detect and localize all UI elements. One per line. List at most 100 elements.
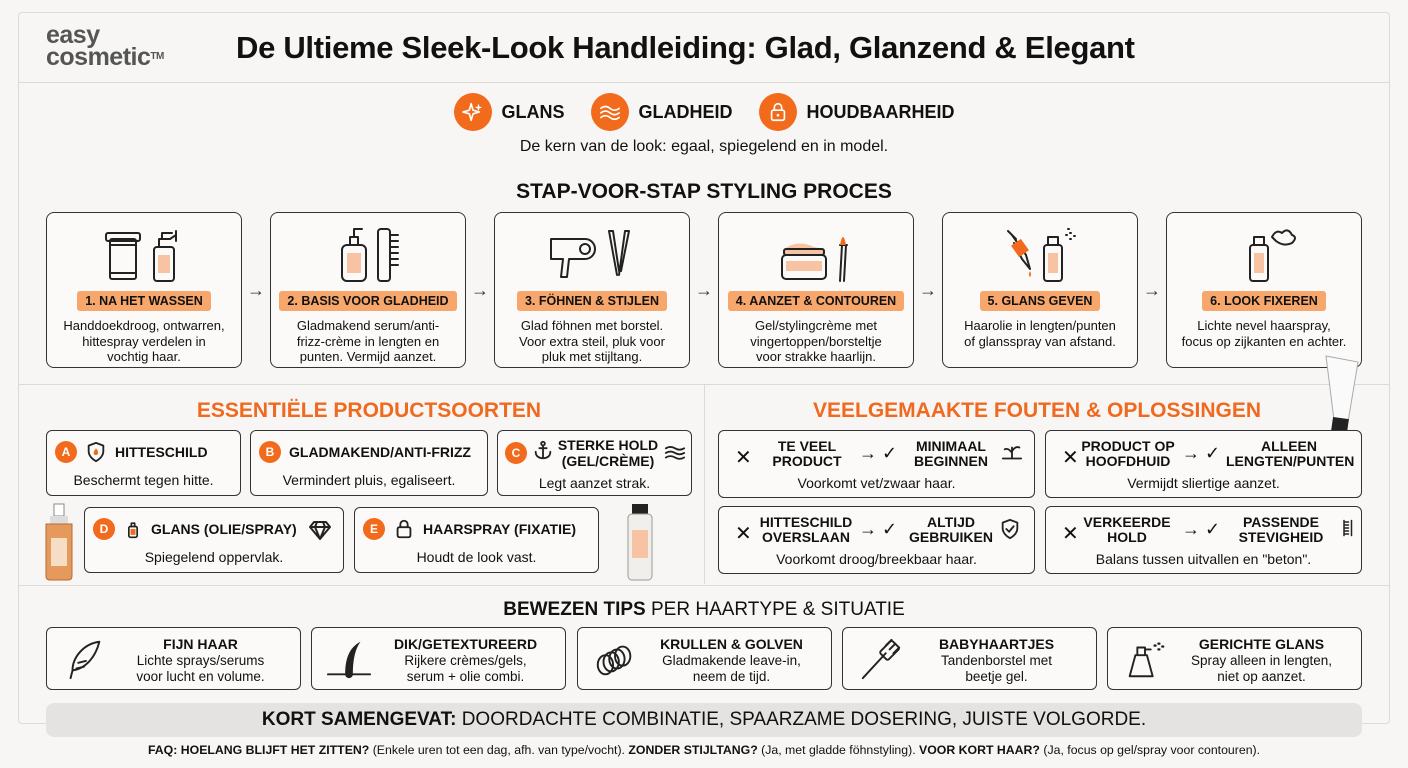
mistake-desc: Balans tussen uitvallen en "beton". [1095, 551, 1312, 567]
tip-title: KRULLEN & GOLVEN [660, 636, 803, 652]
product-badge: E [363, 518, 385, 540]
towel-spray-icon [47, 213, 241, 285]
tagline: De kern van de look: egaal, spiegelend e… [519, 138, 889, 155]
tip-title: FIJN HAAR [163, 636, 238, 652]
pillar-label: GLADHEID [638, 101, 733, 122]
anchor-icon [534, 440, 552, 460]
products-section-title: ESSENTIËLE PRODUCTSOORTEN [196, 399, 542, 422]
hairspray-can-icon [627, 504, 653, 581]
step-card-5: 5. GLANS GEVEN Haarolie in lengten/punte… [942, 212, 1138, 368]
arrow-icon: → ✓ [1182, 443, 1221, 463]
hairdryer-straightener-icon [495, 213, 689, 285]
step-desc: Handdoekdroog, ontwarren,hittespray verd… [63, 318, 225, 364]
cross-icon: ✕ [1062, 447, 1079, 469]
hair-follicle-icon [1001, 446, 1023, 460]
lock-icon [758, 93, 797, 131]
brand-line2: cosmetic [46, 43, 151, 71]
shield-check-icon [1001, 518, 1019, 540]
step-label: 5. GLANS GEVEN [979, 291, 1101, 311]
arrow-icon: → [1143, 280, 1161, 300]
arrow-icon: → ✓ [1182, 519, 1221, 539]
arrow-icon: → [695, 280, 713, 300]
pillar-gladheid: GLADHEID [590, 93, 733, 131]
step-label: 3. FÖHNEN & STIJLEN [516, 291, 668, 311]
tip-card-krullen: KRULLEN & GOLVEN Gladmakende leave-in,ne… [577, 627, 832, 690]
waves-icon [664, 446, 686, 460]
product-desc: Spiegelend oppervlak. [144, 549, 284, 565]
product-title: HAARSPRAY (FIXATIE) [423, 521, 576, 537]
product-title: GLADMAKEND/ANTI-FRIZZ [289, 444, 471, 460]
product-card-a: A HITTESCHILD Beschermt tegen hitte. [46, 430, 241, 496]
thick-hair-icon [326, 641, 372, 679]
arrow-icon: → [919, 280, 937, 300]
step-label: 1. NA HET WASSEN [77, 291, 211, 311]
brand-line1: easy [46, 21, 100, 49]
comb-icon [1343, 519, 1353, 537]
product-card-b: B GLADMAKEND/ANTI-FRIZZ Vermindert pluis… [250, 430, 488, 496]
cross-icon: ✕ [735, 523, 752, 545]
cream-tube-icon [1325, 355, 1359, 434]
product-desc: Vermindert pluis, egaliseert. [282, 472, 456, 488]
step-card-3: 3. FÖHNEN & STIJLEN Glad föhnen met bors… [494, 212, 690, 368]
product-title: GLANS (OLIE/SPRAY) [151, 521, 297, 537]
mistake-desc: Voorkomt droog/breekbaar haar. [776, 551, 977, 567]
mistake-desc: Vermijdt sliertige aanzet. [1127, 475, 1280, 491]
step-card-4: 4. AANZET & CONTOUREN Gel/stylingcrème m… [718, 212, 914, 368]
step-desc: Gladmakend serum/anti-frizz-crème in len… [296, 318, 440, 364]
step-card-2: 2. BASIS VOOR GLADHEID Gladmakend serum/… [270, 212, 466, 368]
waves-icon [590, 93, 629, 131]
oil-bottle-icon [45, 503, 73, 581]
tip-title: BABYHAARTJES [938, 636, 1055, 652]
product-card-e: E HAARSPRAY (FIXATIE) Houdt de look vast… [354, 507, 599, 573]
faq-line: FAQ: HOELANG BLIJFT HET ZITTEN? (Enkele … [147, 743, 1261, 757]
product-desc: Beschermt tegen hitte. [73, 472, 214, 488]
gel-jar-brush-icon [719, 213, 913, 285]
arrow-icon: → [247, 280, 265, 300]
product-title: STERKE HOLD(GEL/CRÈME) [557, 437, 659, 469]
product-card-d: D GLANS (OLIE/SPRAY) Spiegelend oppervla… [84, 507, 344, 573]
cross-icon: ✕ [1062, 523, 1079, 545]
step-label: 2. BASIS VOOR GLADHEID [279, 291, 457, 311]
shield-fire-icon [87, 441, 105, 463]
dropper-spray-icon [943, 213, 1137, 285]
toothbrush-icon [861, 638, 901, 680]
divider [18, 585, 1390, 586]
product-title: HITTESCHILD [115, 444, 208, 460]
sparkle-icon [453, 93, 492, 131]
tip-card-gerichte-glans: GERICHTE GLANS Spray alleen in lengten,n… [1107, 627, 1362, 690]
mistakes-section-title: VEELGEMAAKTE FOUTEN & OPLOSSINGEN [812, 399, 1262, 422]
brand-tm: TM [150, 51, 164, 62]
arrow-icon: → ✓ [859, 519, 898, 539]
pillar-houdbaarheid: HOUDBAARHEID [758, 93, 955, 131]
cross-icon: ✕ [735, 447, 752, 469]
product-badge: D [93, 518, 115, 540]
divider [18, 82, 1390, 83]
step-card-1: 1. NA HET WASSEN Handdoekdroog, ontwarre… [46, 212, 242, 368]
bottle-icon [128, 522, 138, 539]
curl-icon [596, 645, 632, 676]
pillar-glans: GLANS [453, 93, 565, 131]
mistake-desc: Voorkomt vet/zwaar haar. [797, 475, 956, 491]
pillars: GLANS GLADHEID HOUDBAARHEID [0, 93, 1408, 131]
step-card-6: 6. LOOK FIXEREN Lichte nevel haarspray,f… [1166, 212, 1362, 368]
hairspray-icon [1167, 213, 1361, 285]
arrow-icon: → [471, 280, 489, 300]
tip-desc: Rijkere crèmes/gels,serum + olie combi. [404, 653, 527, 684]
product-badge: B [259, 441, 281, 463]
steps-section-title: STAP-VOOR-STAP STYLING PROCES [516, 180, 892, 203]
